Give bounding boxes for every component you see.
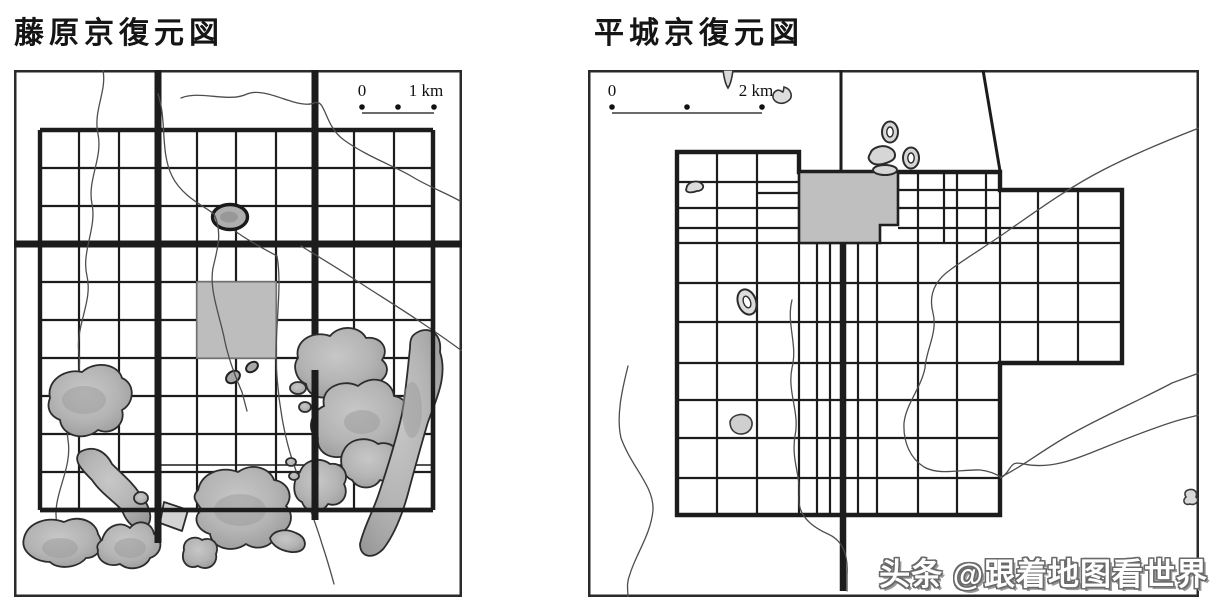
- scale-bar: 0 1 km: [358, 81, 443, 114]
- kofun-bean: [685, 180, 705, 194]
- scale-unit-label: 1 km: [409, 81, 443, 100]
- scale-zero-label: 0: [608, 81, 617, 100]
- rivers: [618, 127, 1199, 597]
- keyhole-kofun-south: [736, 288, 758, 316]
- city-outline: [674, 149, 1125, 518]
- pond: [210, 202, 250, 232]
- northeast-slant-road: [981, 70, 1002, 172]
- grid-restroke: [40, 244, 436, 543]
- scale-zero-label: 0: [358, 81, 367, 100]
- edge-pond: [1183, 488, 1199, 506]
- keyhole-kofun: [902, 146, 920, 170]
- kofun-blob: [872, 164, 898, 176]
- fujiwara-palace-block: [196, 281, 277, 359]
- terrain-shading: [42, 382, 422, 558]
- scale-bar: 0 2 km: [608, 81, 773, 114]
- kofun-blob: [867, 145, 896, 166]
- watermark-text: 头条 @跟着地图看世界: [879, 557, 1208, 592]
- pond: [729, 413, 753, 435]
- comma-pond: [772, 85, 793, 104]
- heijo-kyo-map: 0 2 km: [588, 70, 1199, 597]
- tadpole-pond: [722, 70, 734, 90]
- scale-unit-label: 2 km: [739, 81, 773, 100]
- kofun-cluster: [867, 120, 920, 176]
- small-ponds: [225, 360, 259, 385]
- fujiwara-kyo-map: 0 1 km: [14, 70, 462, 597]
- rivers: [53, 70, 462, 585]
- city-grid: [674, 70, 1125, 591]
- keyhole-kofun: [881, 120, 899, 144]
- heijo-palace-block: [797, 170, 900, 245]
- left-map-title: 藤原京復元図: [14, 17, 224, 50]
- right-map-title: 平城京復元図: [594, 17, 804, 50]
